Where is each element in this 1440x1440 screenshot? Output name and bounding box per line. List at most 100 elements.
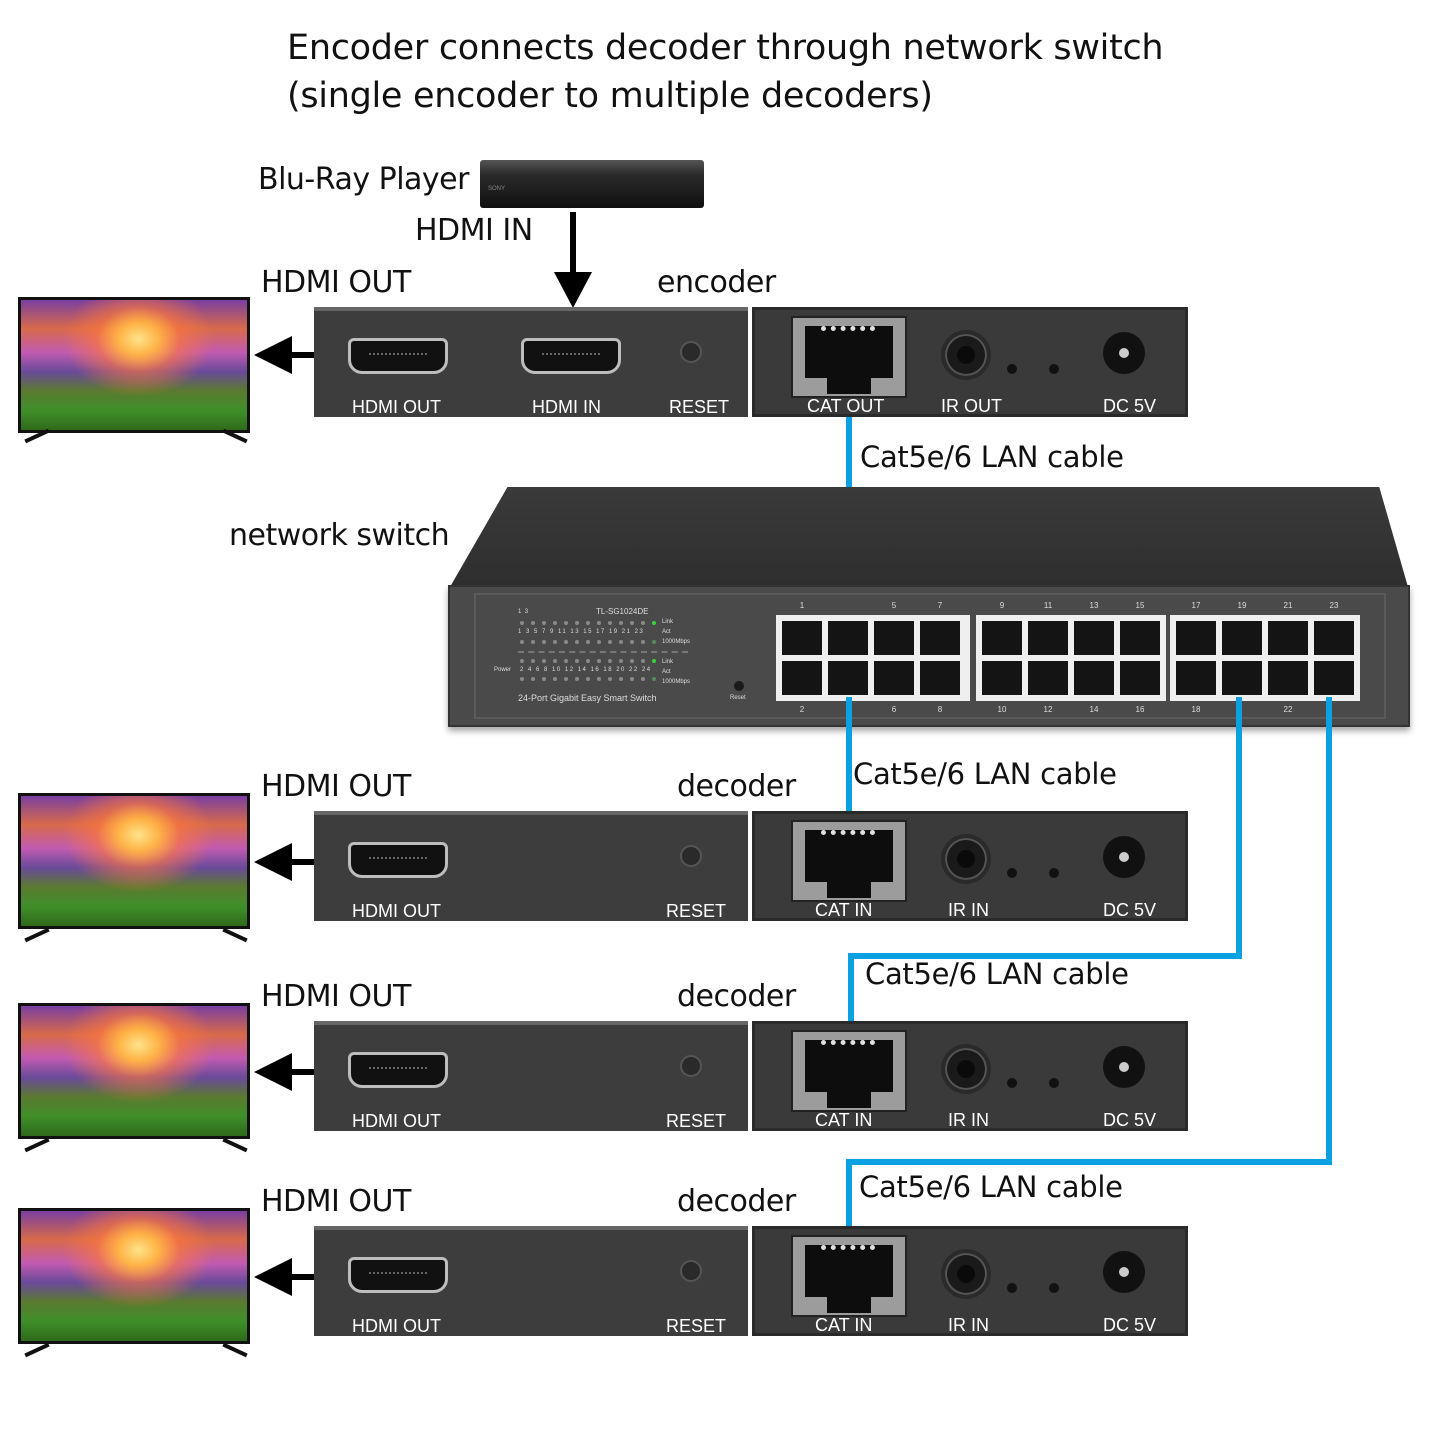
indicator-led — [1049, 1078, 1059, 1088]
ethernet-port[interactable] — [920, 661, 960, 695]
cable-label: Cat5e/6 LAN cable — [860, 440, 1124, 474]
dc-power-port-icon — [1103, 1251, 1145, 1293]
ethernet-port[interactable] — [1176, 661, 1216, 695]
decoder-right-panel: CAT IN IR IN DC 5V — [752, 1021, 1188, 1131]
port-label: RESET — [666, 1111, 727, 1131]
port-led — [586, 659, 590, 663]
port-number: 7 — [937, 601, 943, 610]
lan-cable — [1326, 697, 1332, 1165]
ethernet-port-icon — [791, 1235, 907, 1317]
ethernet-port[interactable] — [920, 621, 960, 655]
port-number: 12 — [1043, 705, 1053, 714]
lan-cable — [848, 953, 854, 1027]
encoder-hdmi-out-label: HDMI OUT — [261, 265, 411, 300]
indicator-led — [1049, 364, 1059, 374]
port-group — [976, 615, 1166, 701]
ethernet-port[interactable] — [1268, 661, 1308, 695]
port-led — [542, 621, 546, 625]
tv-stand-icon — [24, 927, 50, 943]
reset-button[interactable] — [680, 1260, 702, 1282]
ethernet-port[interactable] — [1028, 661, 1068, 695]
ethernet-port[interactable] — [1222, 621, 1262, 655]
arrow-left-icon — [254, 1053, 292, 1091]
dc-power-port-icon — [1103, 836, 1145, 878]
network-switch-icon: TL-SG1024DE 1 3 1 3 5 7 9 11 13 15 17 19… — [448, 585, 1410, 727]
reset-button[interactable] — [680, 1055, 702, 1077]
reset-button[interactable] — [680, 845, 702, 867]
led-row-top-speed — [520, 640, 656, 644]
legend-led — [652, 640, 656, 644]
port-led — [564, 659, 568, 663]
tv-icon — [18, 1003, 250, 1139]
decoder-left-panel: HDMI OUT RESET — [314, 1226, 748, 1336]
ethernet-port[interactable] — [982, 621, 1022, 655]
port-number: 17 — [1191, 601, 1201, 610]
port-number: 8 — [937, 705, 943, 714]
encoder-right-panel: CAT OUT IR OUT DC 5V — [752, 307, 1188, 417]
port-number: 18 — [1191, 705, 1201, 714]
port-label: CAT IN — [815, 900, 873, 920]
ethernet-port[interactable] — [1074, 661, 1114, 695]
legend-led — [652, 677, 656, 681]
ethernet-port[interactable] — [1028, 621, 1068, 655]
ir-port-icon — [941, 1044, 991, 1094]
encoder-left-panel: HDMI OUT HDMI IN RESET — [314, 307, 748, 417]
ethernet-port[interactable] — [828, 661, 868, 695]
ethernet-port[interactable] — [1120, 661, 1160, 695]
port-number: 5 — [891, 601, 897, 610]
ethernet-port[interactable] — [1222, 661, 1262, 695]
port-number: 14 — [1089, 705, 1099, 714]
port-label: IR OUT — [941, 396, 1002, 416]
port-led — [553, 621, 557, 625]
ethernet-port[interactable] — [1314, 621, 1354, 655]
port-led — [619, 621, 623, 625]
led-header: 1 3 — [518, 609, 529, 615]
decoder-hdmi-out-label: HDMI OUT — [261, 1184, 411, 1219]
indicator-led — [1007, 1283, 1017, 1293]
port-led — [553, 677, 557, 681]
ethernet-port[interactable] — [1176, 621, 1216, 655]
led-numbers-bottom: 2 4 6 8 10 12 14 16 18 20 22 24 — [520, 667, 652, 673]
cable-label: Cat5e/6 LAN cable — [853, 757, 1117, 791]
port-led — [641, 677, 645, 681]
bluray-player-label: Blu-Ray Player — [258, 162, 469, 197]
cable-label: Cat5e/6 LAN cable — [859, 1170, 1123, 1204]
port-number: 13 — [1089, 601, 1099, 610]
ethernet-port[interactable] — [982, 661, 1022, 695]
arrow-left-icon — [254, 1258, 292, 1296]
port-led — [553, 640, 557, 644]
port-label: RESET — [669, 397, 730, 417]
switch-reset-button[interactable] — [734, 681, 744, 691]
title-line-1: Encoder connects decoder through network… — [287, 28, 1164, 68]
port-number: 15 — [1135, 601, 1145, 610]
tv-stand-icon — [24, 1137, 50, 1153]
ethernet-port[interactable] — [828, 621, 868, 655]
ethernet-port[interactable] — [874, 661, 914, 695]
arrow-down-shaft — [570, 212, 576, 274]
port-number: 1 — [799, 601, 805, 610]
port-led — [597, 659, 601, 663]
port-led — [542, 677, 546, 681]
tv-icon — [18, 793, 250, 929]
ethernet-port[interactable] — [782, 621, 822, 655]
arrow-left-icon — [254, 336, 292, 374]
ethernet-port[interactable] — [1120, 621, 1160, 655]
switch-description: 24-Port Gigabit Easy Smart Switch — [518, 693, 657, 703]
port-group — [776, 615, 970, 701]
ethernet-port[interactable] — [1268, 621, 1308, 655]
tv-stand-icon — [222, 1342, 248, 1358]
ethernet-port[interactable] — [782, 661, 822, 695]
divider — [518, 651, 688, 653]
indicator-led — [1007, 364, 1017, 374]
reset-button[interactable] — [680, 341, 702, 363]
legend-led — [652, 621, 656, 625]
ethernet-port[interactable] — [1314, 661, 1354, 695]
ethernet-port[interactable] — [1074, 621, 1114, 655]
port-label: DC 5V — [1103, 1110, 1157, 1130]
arrow-down-icon — [554, 272, 592, 308]
hdmi-in-port-icon — [521, 338, 621, 374]
port-label: HDMI IN — [532, 397, 601, 417]
ethernet-port[interactable] — [874, 621, 914, 655]
port-label: IR IN — [948, 1110, 990, 1130]
